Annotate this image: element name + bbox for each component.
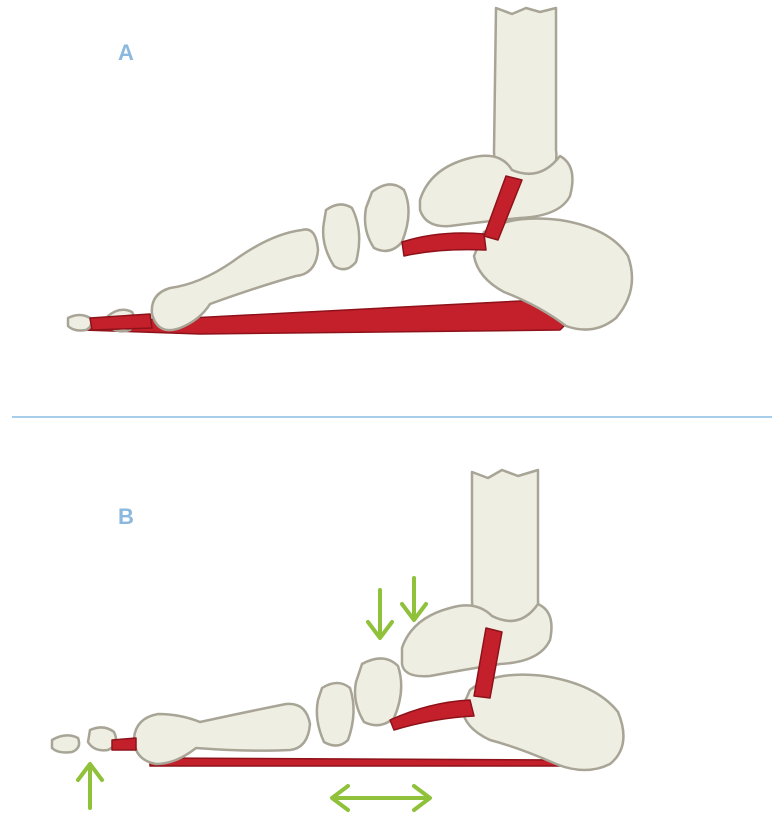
navicular-bone-b [355, 658, 401, 725]
ligament-toe-b [112, 738, 136, 750]
navicular-bone-a [365, 184, 409, 250]
metatarsal-bone-b [134, 704, 310, 764]
ligament-spring-b [390, 700, 474, 730]
ligament-toe-a [90, 314, 152, 330]
plantar-fascia-b [150, 758, 566, 766]
tibia-bone-a [494, 8, 556, 180]
tibia-bone-b [472, 470, 538, 628]
double-arrow-horizontal-icon [332, 786, 430, 810]
arrow-down-icon [368, 590, 392, 638]
ligament-spring-a [402, 233, 486, 256]
cuneiform-bone-a [323, 204, 359, 269]
arrow-up-icon [78, 764, 102, 808]
panel-a-foot [68, 8, 632, 334]
panel-b-foot [52, 470, 623, 770]
arrow-down-icon [402, 578, 426, 620]
phalanx-bone-b-2 [52, 735, 79, 752]
cuneiform-bone-b [317, 683, 354, 746]
phalanx-bone-a-2 [68, 315, 91, 331]
talus-bone-b [402, 604, 552, 676]
